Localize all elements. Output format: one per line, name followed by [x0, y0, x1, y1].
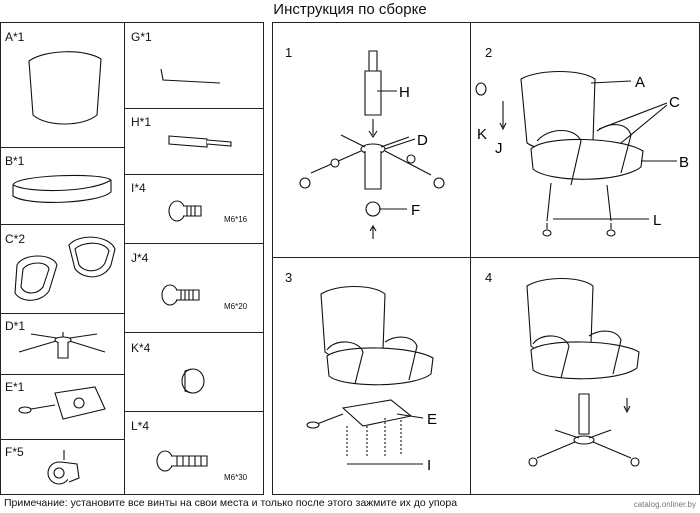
part-label-b: B*1	[5, 154, 25, 168]
callout-h: H	[399, 84, 410, 101]
part-cell-l: L*4 M6*30	[124, 411, 264, 495]
part-size-j: M6*20	[224, 302, 248, 311]
step-1-number: 1	[285, 45, 293, 60]
callout-d: D	[417, 132, 428, 149]
bolt-l-drawing	[156, 450, 208, 472]
step-4-drawing	[526, 278, 640, 467]
part-cell-k: K*4	[124, 332, 264, 412]
watermark: catalog.onliner.by	[633, 500, 696, 509]
part-cell-a: A*1	[0, 22, 125, 148]
part-label-g: G*1	[131, 30, 152, 44]
part-label-d: D*1	[5, 319, 26, 333]
callout-c: C	[669, 94, 680, 111]
step-1-panel: 1 H D F	[272, 22, 471, 258]
part-label-k: K*4	[131, 341, 151, 355]
star-base-drawing	[18, 332, 106, 359]
callout-j: J	[495, 140, 503, 157]
part-cell-g: G*1	[124, 22, 264, 109]
part-cell-j: J*4 M6*20	[124, 243, 264, 333]
callout-f: F	[411, 202, 420, 219]
part-label-f: F*5	[5, 445, 24, 459]
callout-i: I	[427, 457, 431, 474]
mesh-backrest-drawing	[28, 51, 102, 125]
part-cell-i: I*4 M6*16	[124, 174, 264, 244]
step-2-number: 2	[485, 45, 493, 60]
step-2-drawing: A C B K J L	[475, 71, 689, 237]
part-label-e: E*1	[5, 380, 25, 394]
part-size-i: M6*16	[224, 215, 248, 224]
callout-k: K	[477, 126, 487, 143]
step-4-number: 4	[485, 270, 493, 285]
part-cell-c: C*2	[0, 224, 125, 314]
cap-k-drawing	[181, 368, 205, 394]
part-label-i: I*4	[131, 181, 146, 195]
hex-key-drawing	[160, 68, 221, 84]
gas-cylinder-drawing	[168, 135, 232, 148]
callout-e: E	[427, 411, 437, 428]
tilt-mechanism-drawing	[18, 386, 106, 420]
callout-b: B	[679, 154, 689, 171]
part-size-l: M6*30	[224, 473, 248, 482]
step-1-drawing: H D F	[299, 50, 445, 239]
part-label-l: L*4	[131, 419, 150, 433]
part-label-h: H*1	[131, 115, 152, 129]
bolt-i-drawing	[168, 200, 202, 222]
part-label-a: A*1	[5, 30, 25, 44]
step-3-number: 3	[285, 270, 293, 285]
part-cell-f: F*5	[0, 439, 125, 495]
part-label-j: J*4	[131, 251, 149, 265]
seat-cushion-drawing	[12, 174, 112, 203]
step-2-panel: 2 A C B K J L	[470, 22, 700, 258]
caster-wheel-drawing	[47, 450, 80, 485]
part-cell-d: D*1	[0, 313, 125, 375]
part-label-c: C*2	[5, 232, 26, 246]
bolt-j-drawing	[161, 284, 200, 306]
assembly-note: Примечание: установите все винты на свои…	[4, 497, 458, 509]
part-cell-e: E*1	[0, 374, 125, 440]
armrests-drawing	[14, 236, 116, 301]
page-title: Инструкция по сборке	[273, 1, 427, 18]
step-4-panel: 4	[470, 257, 700, 495]
step-3-panel: 3 E I	[272, 257, 471, 495]
part-cell-b: B*1	[0, 147, 125, 225]
part-cell-h: H*1	[124, 108, 264, 175]
callout-l: L	[653, 212, 661, 229]
step-3-drawing: E I	[306, 286, 437, 474]
callout-a: A	[635, 74, 645, 91]
